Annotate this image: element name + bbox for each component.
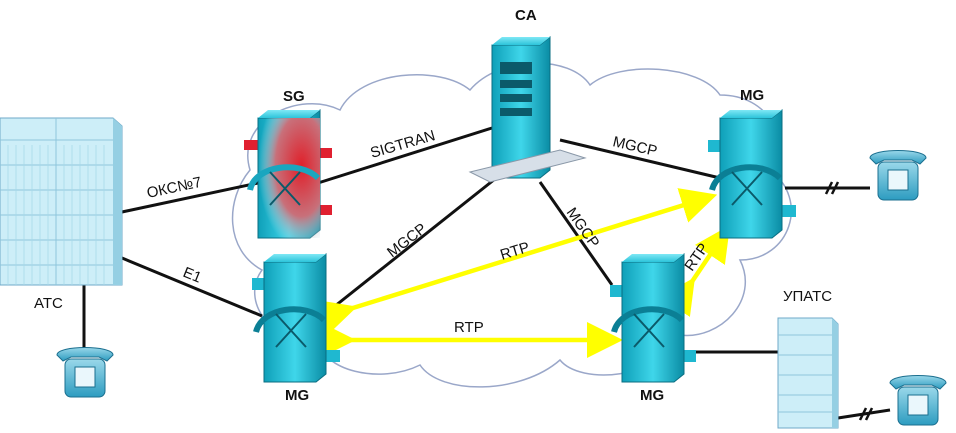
link-sigtran (317, 126, 493, 185)
ca-server (468, 35, 587, 183)
ats-switch (0, 117, 123, 286)
link-e1 (121, 256, 263, 318)
sg-gateway (244, 108, 332, 239)
link-mgcp-top (559, 138, 721, 180)
line-break-marks (824, 181, 874, 421)
mg-left-gateway (252, 252, 340, 383)
mg-top-right-label: MG (740, 87, 764, 104)
upats-label: УПАТС (783, 288, 832, 305)
rtp-right-line (660, 225, 731, 317)
mg-bottom-right-label: MG (640, 387, 664, 404)
mg-top-right-gateway (708, 108, 796, 239)
rtp-horizontal-label: RTP (454, 319, 484, 336)
link-okc7 (121, 181, 259, 214)
telephone-icon (889, 375, 947, 426)
mg-left-label: MG (285, 387, 309, 404)
upats-switch (777, 317, 839, 429)
telephone-icon (869, 150, 927, 201)
rtp-diag-line (317, 188, 718, 335)
sg-label: SG (283, 88, 305, 105)
mg-bottom-right-gateway (610, 252, 696, 383)
telephone-icon (56, 347, 114, 398)
ats-label: АТС (34, 295, 63, 312)
ca-label: CA (515, 7, 537, 24)
rtp-links (317, 188, 731, 358)
e1-label: E1 (181, 264, 204, 287)
